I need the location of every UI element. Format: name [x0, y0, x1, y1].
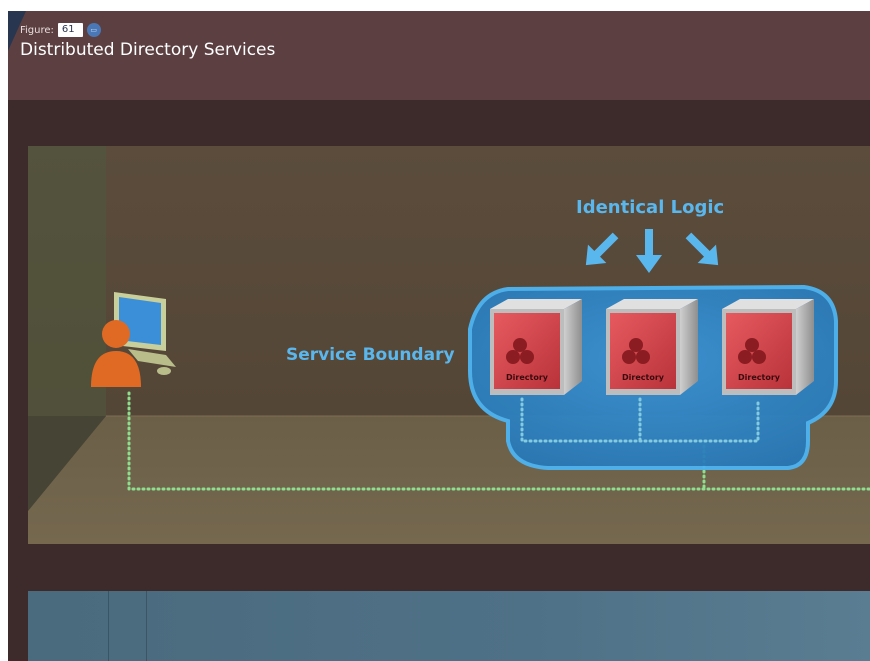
- identical-logic-label: Identical Logic: [576, 197, 725, 218]
- slide-stage: Figure: 61 ▭ Distributed Directory Servi…: [8, 11, 870, 661]
- figure-indicator: Figure: 61 ▭: [20, 22, 101, 38]
- directory-server: Directory: [722, 299, 814, 395]
- diagram-canvas: Directory Directory Directory: [28, 146, 870, 544]
- directory-server: Directory: [606, 299, 698, 395]
- server-label: Directory: [738, 373, 781, 382]
- slide-header: Figure: 61 ▭ Distributed Directory Servi…: [8, 11, 870, 100]
- page-title: Distributed Directory Services: [20, 40, 276, 60]
- arrow-down-icon: [636, 229, 662, 273]
- slideshow-icon[interactable]: ▭: [86, 23, 101, 37]
- corner-accent: [8, 11, 26, 51]
- arrow-down-left-icon: [585, 232, 619, 266]
- bottom-panel: [28, 591, 870, 661]
- figure-number-field[interactable]: 61: [57, 23, 83, 37]
- service-boundary-label: Service Boundary: [286, 345, 455, 365]
- server-links: [520, 397, 760, 443]
- arrow-down-right-icon: [685, 232, 719, 266]
- server-label: Directory: [506, 373, 549, 382]
- identical-logic-arrows: [585, 229, 719, 273]
- directory-icon: [738, 338, 766, 364]
- panel-divider: [108, 591, 109, 661]
- user-at-computer-icon: [91, 292, 176, 387]
- panel-divider: [146, 591, 147, 661]
- directory-icon: [622, 338, 650, 364]
- figure-label: Figure:: [20, 24, 54, 36]
- server-label: Directory: [622, 373, 665, 382]
- directory-icon: [506, 338, 534, 364]
- directory-server: Directory: [490, 299, 582, 395]
